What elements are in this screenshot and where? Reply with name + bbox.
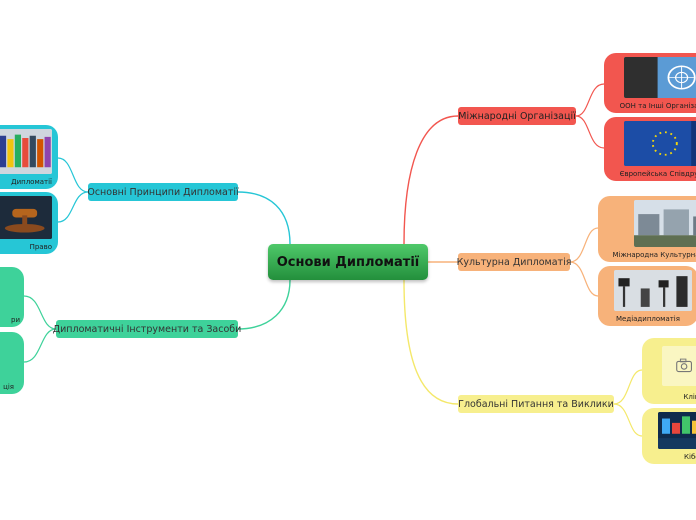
card-principles-2[interactable]: Право — [0, 192, 58, 254]
topic-culture[interactable]: Культурна Дипломатія — [457, 253, 571, 271]
link-principles-2 — [57, 191, 89, 223]
topic-tools[interactable]: Дипломатичні Інструменти та Засоби — [53, 320, 241, 338]
link-root-tools — [237, 279, 291, 330]
link-tools-1 — [23, 295, 57, 330]
gavel-image — [0, 196, 52, 239]
link-root-orgs — [403, 115, 459, 245]
card-global-1[interactable]: Кліматична — [642, 338, 696, 404]
card-caption: Медіадипломатія — [616, 315, 680, 323]
eu-flag-image — [624, 121, 696, 166]
topic-principles[interactable]: Основні Принципи Дипломатії — [87, 183, 239, 201]
link-culture-2 — [569, 261, 599, 297]
link-global-2 — [613, 403, 643, 437]
root-topic[interactable]: Основи Дипломатії — [268, 244, 428, 280]
card-caption: ри — [11, 316, 20, 324]
city-image — [634, 200, 696, 247]
link-orgs-2 — [575, 115, 605, 149]
topic-orgs[interactable]: Міжнародні Організації — [458, 107, 576, 125]
card-global-2[interactable]: Кібердип — [642, 408, 696, 464]
card-principles-1[interactable]: Дипломатії — [0, 125, 58, 189]
link-global-1 — [613, 369, 643, 405]
card-caption: Право — [29, 243, 52, 251]
image-placeholder — [662, 346, 696, 386]
card-orgs-1[interactable]: ООН та Інші Організа — [604, 53, 696, 113]
card-culture-1[interactable]: Міжнародна Культурна — [598, 196, 696, 262]
topic-global[interactable]: Глобальні Питання та Виклики — [458, 395, 614, 413]
un-flag-image — [624, 57, 696, 98]
card-culture-2[interactable]: Медіадипломатія — [598, 266, 696, 326]
link-culture-1 — [569, 227, 599, 263]
card-caption: ООН та Інші Організа — [619, 102, 696, 110]
flags-image — [0, 129, 52, 174]
card-caption: Європейська Співдру — [619, 170, 696, 178]
card-caption: ція — [3, 383, 14, 391]
press-cameras-image — [614, 270, 692, 311]
link-root-global — [403, 279, 459, 405]
link-tools-2 — [23, 328, 57, 363]
card-orgs-2[interactable]: Європейська Співдру — [604, 117, 696, 181]
card-caption: Дипломатії — [11, 178, 52, 186]
card-tools-1[interactable]: ри — [0, 267, 24, 327]
cyber-screen-image — [658, 412, 696, 449]
link-principles-1 — [57, 157, 89, 193]
card-caption: Кібердип — [684, 453, 696, 461]
link-orgs-1 — [575, 83, 605, 117]
card-caption: Міжнародна Культурна — [612, 251, 696, 259]
link-root-principles — [237, 191, 291, 245]
card-tools-2[interactable]: ція — [0, 332, 24, 394]
card-caption: Кліматична — [683, 393, 696, 401]
